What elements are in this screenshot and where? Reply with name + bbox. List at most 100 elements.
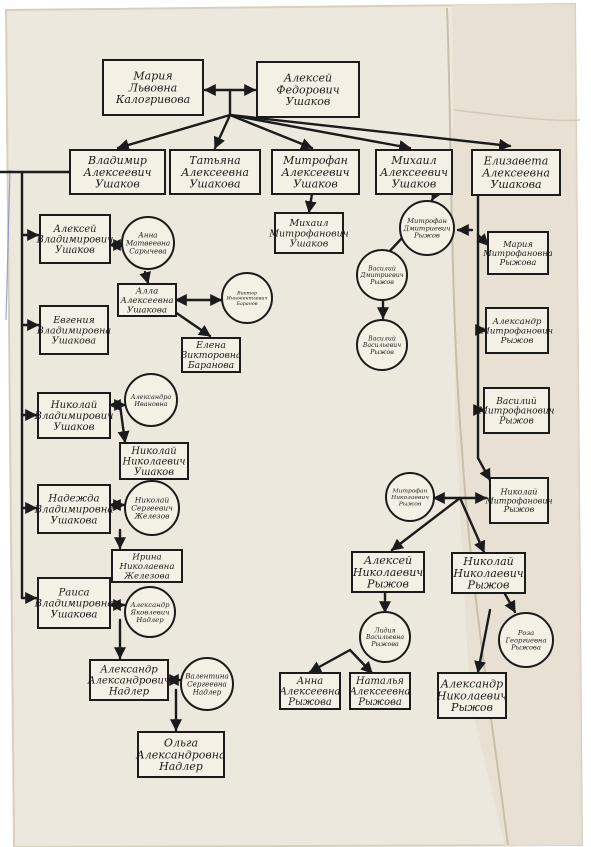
node-anna-sarycheva	[121, 216, 175, 270]
node-viktor-i-baranov	[221, 272, 273, 324]
node-aleksei-v-ushakov	[39, 214, 111, 264]
node-tatiana-a-ushakova	[169, 149, 261, 195]
node-vladimir-a-ushakov	[69, 149, 166, 195]
node-mitrofan-n-ryzhov	[385, 472, 435, 522]
link-mitrofan-child	[304, 192, 317, 214]
node-anna-a-ryzhova	[279, 672, 341, 710]
link-to-nikolai-n	[117, 403, 130, 444]
node-elizaveta-a-ushakova	[471, 149, 561, 196]
paper-fold-line	[454, 109, 581, 122]
node-aleksandr-m-ryzhov	[485, 307, 549, 354]
link-to-vladimir	[116, 113, 232, 151]
node-mikhail-m-ushakov	[274, 212, 344, 254]
link-to-nikolai-m	[476, 456, 492, 482]
node-alla-a-ushakova	[117, 283, 177, 317]
link-to-mitrofan	[228, 113, 314, 150]
node-maria-kalogrivova	[102, 59, 204, 116]
connectors	[0, 84, 517, 732]
link-to-elizaveta	[228, 113, 512, 151]
node-mitrofan-d-ryzhov	[399, 200, 455, 256]
link-to-tatiana	[213, 113, 232, 150]
link-to-anna-a	[308, 648, 352, 674]
node-aleksandr-ya-nadler	[124, 586, 176, 638]
node-aleksandr-n-ryzhov	[437, 672, 507, 719]
node-raisa-v-ushakova	[37, 577, 111, 629]
node-valentina-s-nadler	[180, 657, 234, 711]
node-natalia-a-ryzhova	[349, 672, 411, 710]
node-nadezhda-v-ushakova	[37, 484, 111, 534]
link-to-maria-m	[476, 233, 490, 247]
link-to-natalia-a	[348, 648, 374, 675]
link-to-alla	[139, 270, 151, 285]
node-nikolai-n-ryzhov	[451, 552, 526, 594]
node-maria-m-ryzhova	[487, 231, 549, 275]
node-vasilii-m-ryzhov	[483, 387, 550, 434]
node-aleksandr-a-nadler	[89, 659, 169, 701]
node-mikhail-a-ushakov	[375, 149, 453, 195]
node-vasilii-v-ryzhov	[356, 319, 408, 371]
node-lidia-v-ryzhova	[359, 611, 411, 663]
node-aleksandra-ivanovna	[124, 373, 178, 427]
link-to-elena	[173, 310, 212, 338]
node-nikolai-s-zhelezov	[124, 480, 180, 536]
blue-margin-mark	[5, 169, 11, 321]
node-vasilii-d-ryzhov	[356, 249, 408, 301]
node-elena-v-baranova	[181, 337, 241, 373]
node-irina-n-zhelezova	[111, 549, 183, 583]
nodes	[37, 59, 561, 778]
node-evgenia-v-ushakova	[39, 305, 109, 355]
node-nikolai-n-ushakov	[119, 442, 189, 480]
link-to-aleksei-n	[390, 496, 462, 552]
node-aleksei-f-ushakov	[256, 61, 360, 118]
node-olga-a-nadler	[137, 731, 225, 778]
link-nikolai-roza	[503, 592, 517, 614]
link-to-mikhail	[228, 113, 412, 152]
link-to-nikolai-n-ryzhov	[458, 496, 486, 554]
node-aleksei-n-ryzhov	[351, 551, 425, 593]
node-nikolai-m-ryzhov	[489, 477, 549, 524]
node-roza-g-ryzhova	[498, 612, 554, 668]
node-nikolai-v-ushakov	[37, 392, 111, 439]
